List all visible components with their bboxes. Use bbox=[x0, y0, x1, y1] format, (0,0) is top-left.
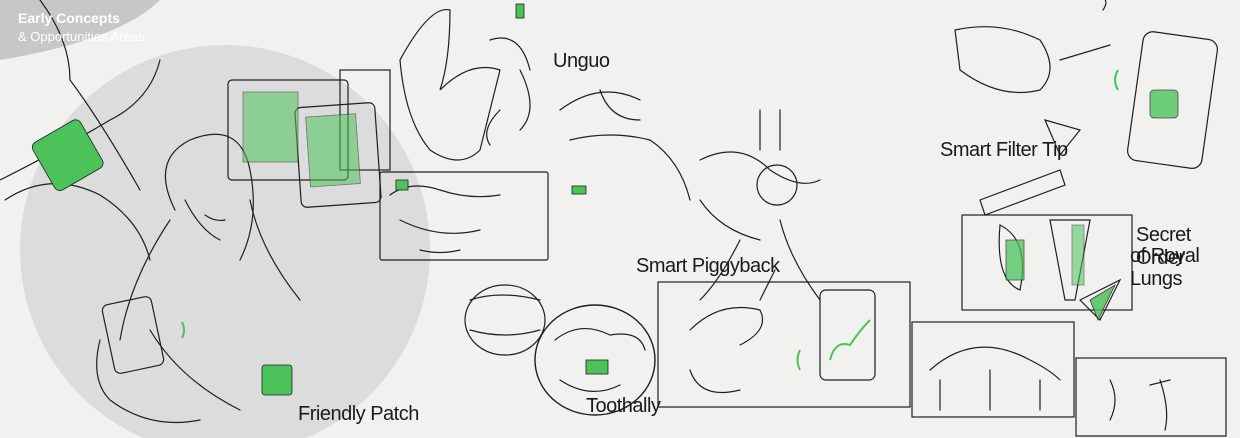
toothally-zoom-circle bbox=[534, 304, 656, 416]
tooth-sketch bbox=[464, 284, 546, 356]
unguo-hand-sketch bbox=[399, 9, 501, 161]
watch-sketch bbox=[756, 164, 798, 206]
smoker-hand-sketch bbox=[954, 26, 1111, 94]
lungs-panel-frame bbox=[911, 321, 1075, 418]
page-subtitle: & Opportunities Areas bbox=[18, 29, 145, 44]
concept-unguo: Unguo bbox=[553, 50, 610, 72]
shoulder-sketch bbox=[0, 0, 161, 191]
watch-arm-sketch bbox=[699, 109, 821, 241]
woman-head-sketch bbox=[164, 133, 254, 261]
tennis-panel-frame bbox=[1075, 357, 1227, 437]
concept-secret-order-line1: Secret Order bbox=[1136, 224, 1191, 269]
concept-secret-order-line2: of Royal Lungs bbox=[1130, 245, 1200, 290]
phone-sketch bbox=[101, 296, 165, 374]
tablet-green-screen bbox=[242, 91, 299, 163]
concept-friendly-patch: Friendly Patch bbox=[298, 403, 419, 425]
concept-smart-piggyback: Smart Piggyback bbox=[636, 255, 780, 277]
patch-green-small bbox=[261, 364, 293, 396]
finger-panel-frame bbox=[379, 171, 549, 261]
concept-smart-filter-tip: Smart Filter Tip bbox=[940, 139, 1068, 161]
patch-green-square bbox=[31, 119, 104, 191]
page-title: Early Concepts bbox=[18, 10, 120, 26]
secret-order-panel-frame bbox=[961, 214, 1133, 311]
backdrop-circle bbox=[20, 45, 430, 438]
piggyback-phone-sketch bbox=[819, 289, 876, 381]
piggyback-panel-frame bbox=[657, 281, 911, 408]
concept-toothally: Toothally bbox=[586, 395, 661, 417]
filter-phone-sketch bbox=[1127, 31, 1218, 169]
